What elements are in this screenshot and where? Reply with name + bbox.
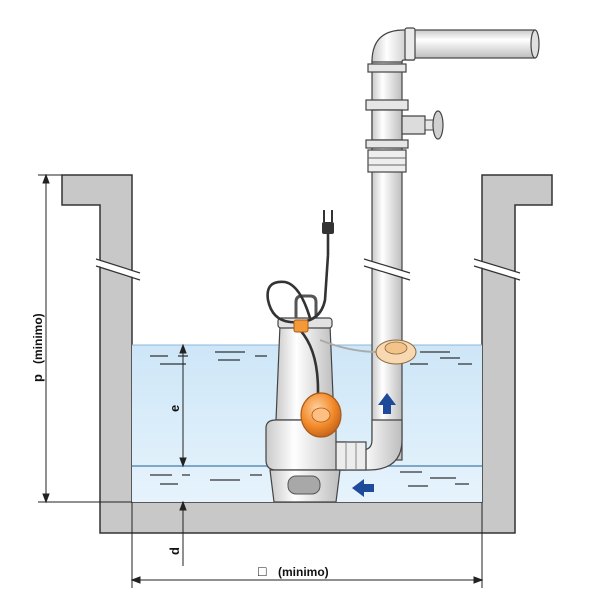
valve-handwheel-icon bbox=[401, 115, 426, 135]
valve-flange-lower bbox=[365, 139, 409, 149]
wall-break-right-line bbox=[473, 258, 521, 281]
level-cable bbox=[319, 339, 379, 353]
pipe-collar-top bbox=[367, 63, 407, 73]
wall-break-right bbox=[473, 259, 521, 279]
label-d: d bbox=[167, 547, 182, 555]
label-width-symbol: □ bbox=[258, 563, 267, 579]
valve-wheel bbox=[432, 110, 444, 140]
pipe-break bbox=[363, 259, 411, 279]
pipe-break-lines bbox=[363, 258, 411, 281]
dimension-d bbox=[179, 500, 187, 566]
submersible-pump bbox=[265, 210, 417, 503]
label-e: e bbox=[167, 405, 182, 412]
float-clip bbox=[293, 319, 309, 333]
dimension-width bbox=[130, 502, 484, 588]
dimension-e bbox=[179, 343, 187, 468]
pipe-end bbox=[530, 29, 540, 59]
label-p-minimo: (minimo) bbox=[31, 313, 45, 364]
pump-handle bbox=[294, 294, 318, 318]
elbow-coupling bbox=[404, 27, 416, 61]
float-switch-cap bbox=[311, 407, 331, 423]
pump-outlet-collar bbox=[335, 441, 367, 471]
union-coupling bbox=[367, 149, 407, 173]
valve-flange-upper bbox=[365, 99, 409, 111]
power-cable bbox=[266, 254, 330, 324]
label-width-minimo: (minimo) bbox=[278, 565, 329, 579]
wall-break-left bbox=[95, 259, 141, 279]
dimension-p bbox=[38, 173, 132, 504]
wall-break-left-line bbox=[95, 258, 141, 281]
union-lines bbox=[368, 157, 406, 166]
arrow-up-icon bbox=[378, 393, 396, 414]
horizontal-pipe-top bbox=[409, 29, 536, 59]
arrow-left-icon bbox=[352, 479, 374, 497]
plug-icon bbox=[322, 210, 334, 255]
float-cable bbox=[299, 329, 320, 405]
valve-body bbox=[371, 109, 403, 141]
level-sensor-cap bbox=[384, 341, 408, 355]
label-p: p bbox=[30, 374, 45, 382]
tank-walls bbox=[61, 174, 553, 534]
pump-inlet-opening bbox=[287, 475, 321, 495]
pump-outlet-rings bbox=[345, 442, 357, 470]
